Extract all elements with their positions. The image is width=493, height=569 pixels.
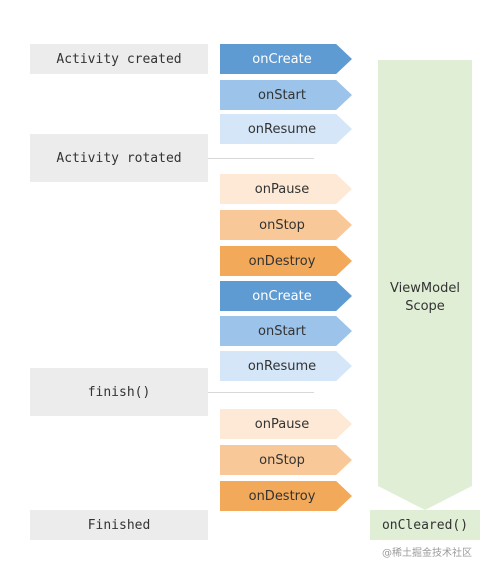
divider-line [208, 158, 314, 159]
viewmodel-scope-arrow: ViewModel Scope [378, 60, 472, 510]
state-finished: Finished [30, 510, 208, 540]
state-activity-rotated: Activity rotated [30, 134, 208, 182]
scope-label-line2: Scope [405, 299, 445, 314]
divider-line [208, 392, 314, 393]
state-finish: finish() [30, 368, 208, 416]
step-on-pause: onPause [220, 174, 352, 204]
watermark: @稀土掘金技术社区 [382, 548, 472, 559]
on-cleared-box: onCleared() [370, 510, 480, 540]
step-on-pause: onPause [220, 409, 352, 439]
state-activity-created: Activity created [30, 44, 208, 74]
step-on-destroy: onDestroy [220, 481, 352, 511]
step-on-start: onStart [220, 316, 352, 346]
step-on-resume: onResume [220, 114, 352, 144]
step-on-create: onCreate [220, 281, 352, 311]
viewmodel-scope-label: ViewModel Scope [378, 280, 472, 316]
step-on-destroy: onDestroy [220, 246, 352, 276]
step-on-stop: onStop [220, 210, 352, 240]
step-on-start: onStart [220, 80, 352, 110]
step-on-stop: onStop [220, 445, 352, 475]
step-on-resume: onResume [220, 351, 352, 381]
scope-label-line1: ViewModel [390, 281, 460, 296]
scope-arrow-shape [378, 60, 472, 510]
step-on-create: onCreate [220, 44, 352, 74]
